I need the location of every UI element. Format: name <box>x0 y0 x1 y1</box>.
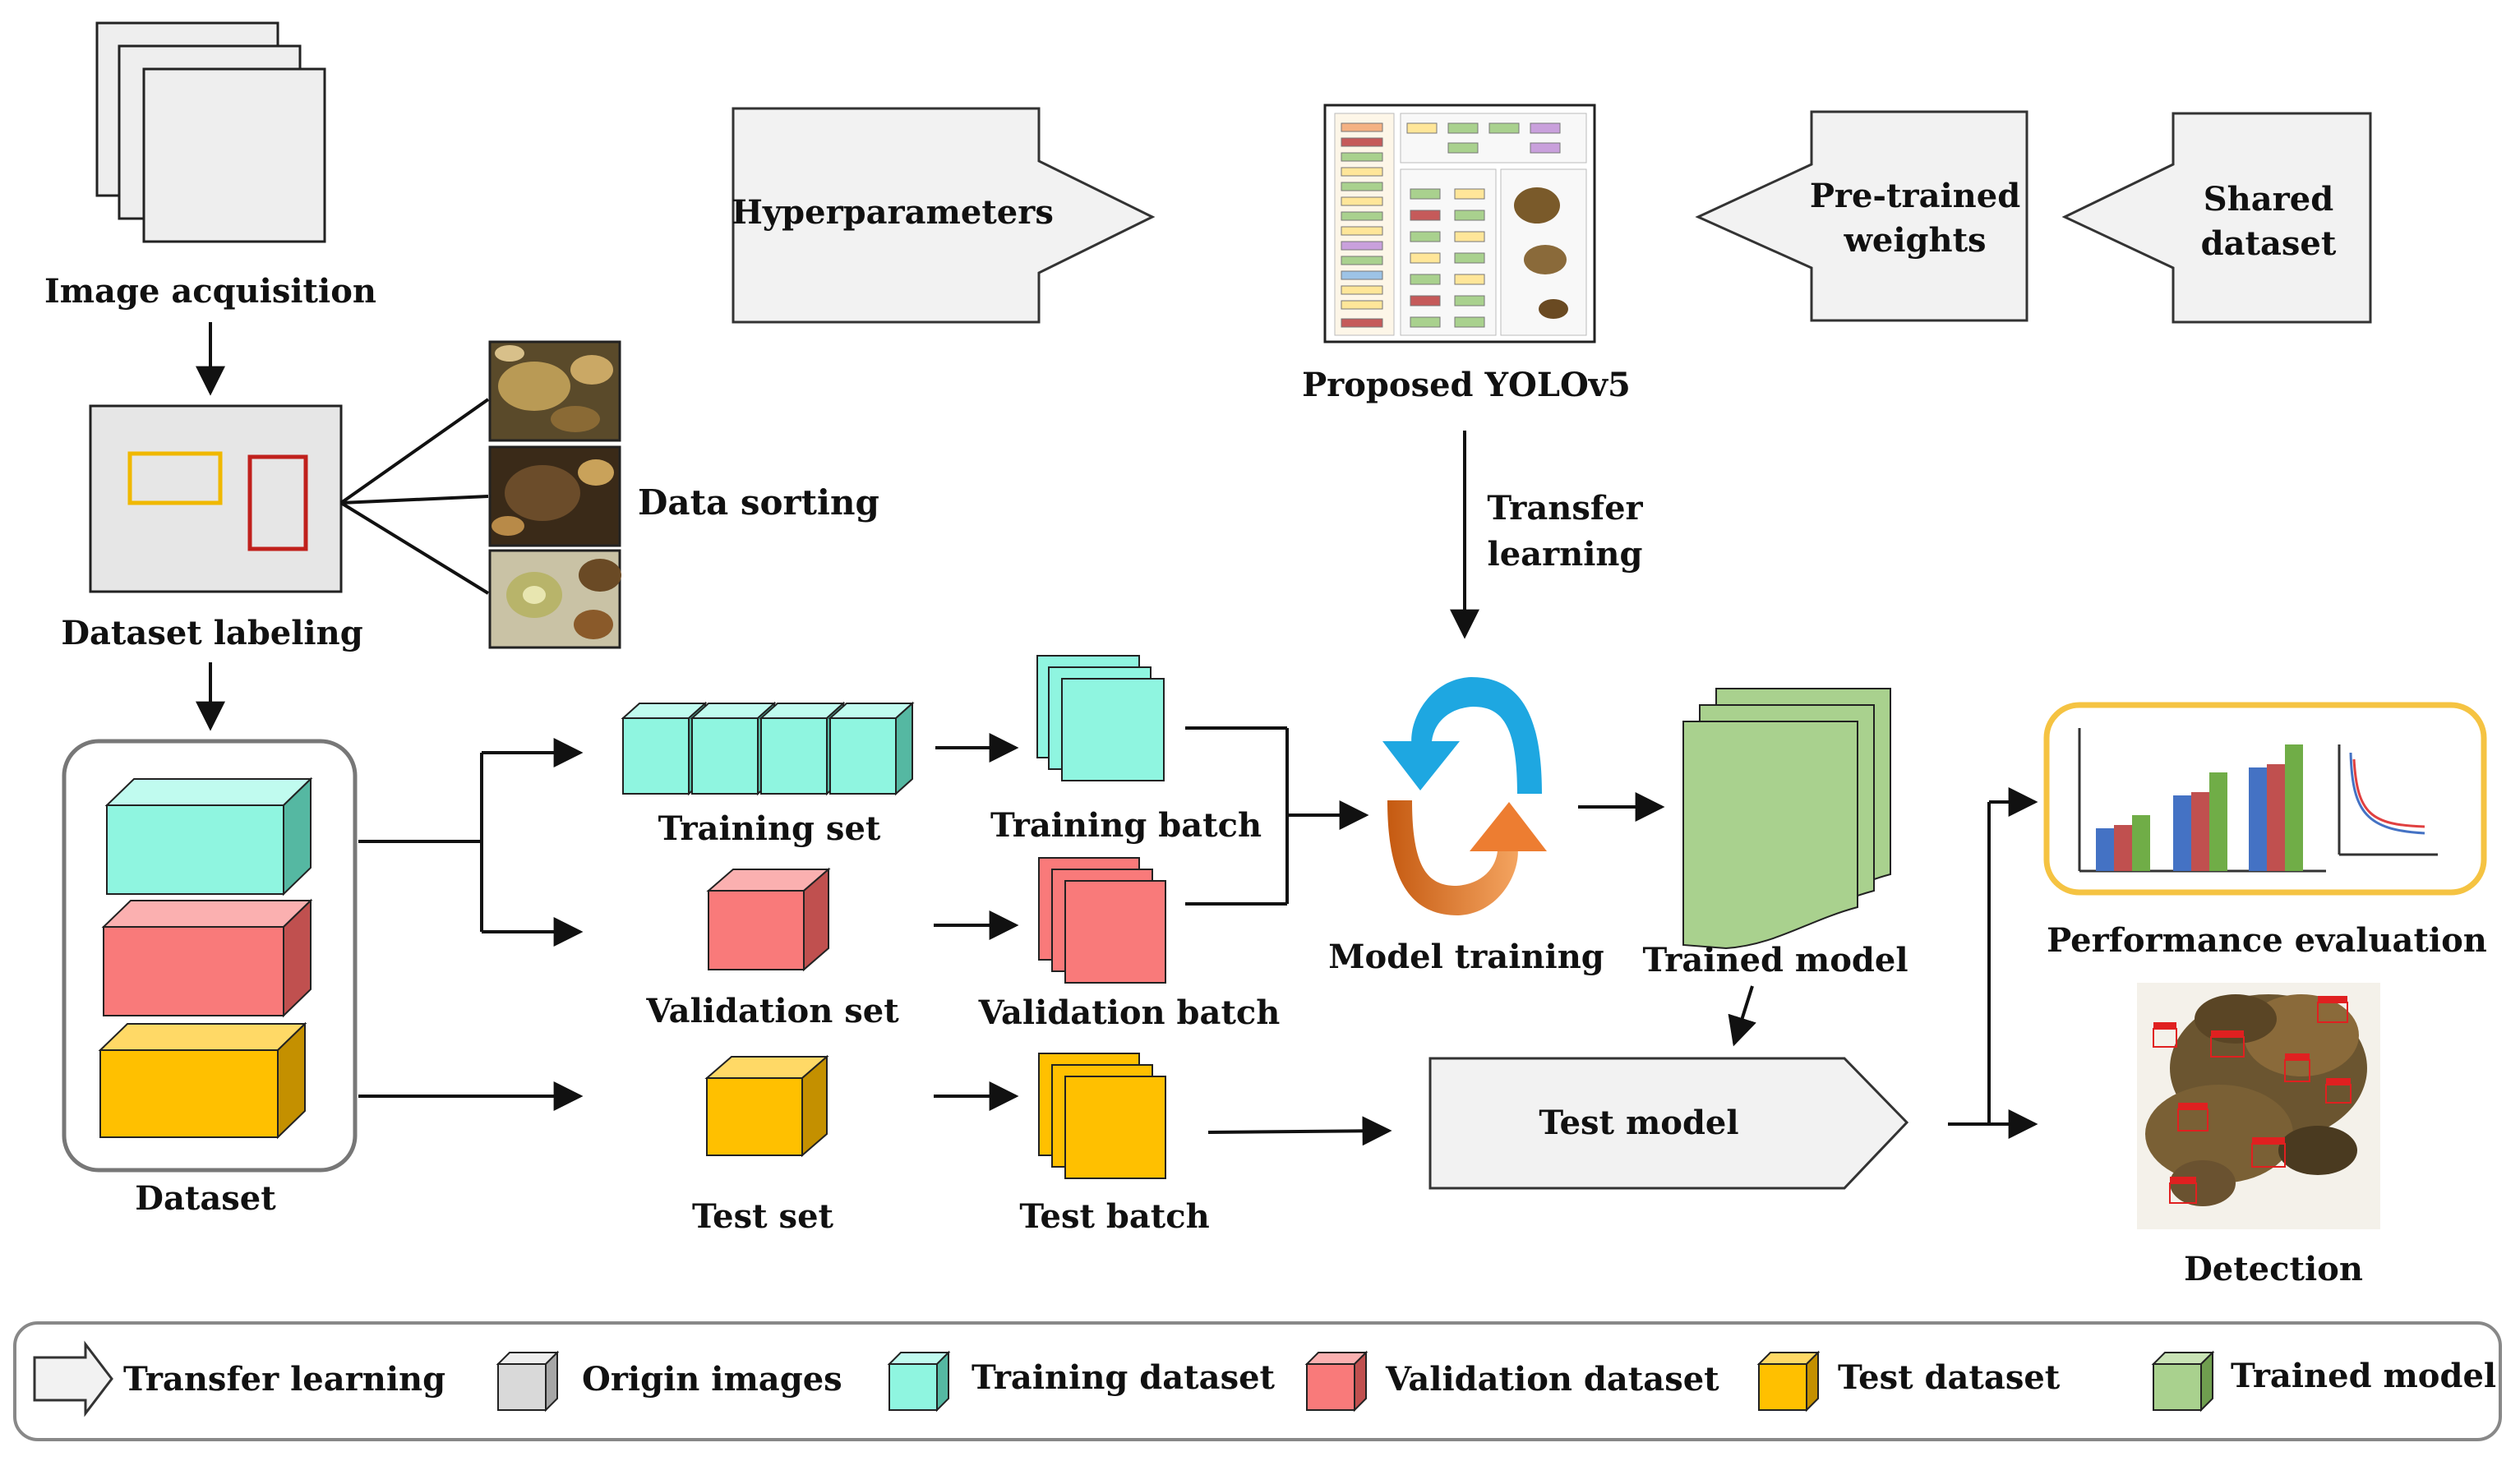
model-training-label: Model training <box>1328 938 1604 976</box>
loss-curve-icon <box>2338 744 2438 856</box>
legend-item-validation-dataset: Validation dataset <box>1304 1350 1719 1413</box>
dataset-cube-training <box>104 777 313 896</box>
trained-model-stack <box>1682 688 1891 950</box>
image-stack-icon <box>95 21 326 243</box>
test-batch-label: Test batch <box>1019 1197 1209 1236</box>
test-set-cube <box>704 1054 829 1158</box>
validation-batch-stack <box>1038 857 1166 984</box>
legend-item-test-dataset: Test dataset <box>1756 1350 2061 1413</box>
pretrained-weights-arrow <box>1695 110 2028 322</box>
dataset-label: Dataset <box>135 1179 276 1218</box>
dataset-labeling-label: Dataset labeling <box>61 614 362 652</box>
shared-dataset-arrow <box>2061 112 2372 324</box>
arrow-trained-to-test <box>1728 985 1756 1047</box>
validation-set-label: Validation set <box>645 992 899 1030</box>
sorting-connectors <box>339 398 490 595</box>
legend-label: Origin images <box>582 1360 842 1399</box>
test-model-label: Test model <box>1539 1104 1738 1142</box>
legend-label: Test dataset <box>1838 1358 2061 1397</box>
labeling-panel <box>89 404 343 593</box>
training-batch-stack <box>1036 655 1165 781</box>
dataset-cube-test <box>98 1021 307 1140</box>
batch-merge-connectors <box>1185 726 1392 1146</box>
bounding-box-yellow-icon <box>127 451 223 505</box>
sample-photo-2 <box>488 445 621 547</box>
pretrained-line1: Pre-trained <box>1810 177 2020 215</box>
validation-set-cube <box>706 867 831 972</box>
legend-item-training-dataset: Training dataset <box>887 1350 1276 1413</box>
training-set-cubes <box>621 701 915 796</box>
output-connectors <box>1948 787 2038 1139</box>
transfer-line1: Transfer <box>1487 489 1643 528</box>
legend-label: Validation dataset <box>1385 1360 1719 1399</box>
yolov5-architecture-thumbnail <box>1323 104 1596 343</box>
legend-label: Transfer learning <box>123 1360 445 1399</box>
bounding-box-red-icon <box>247 454 308 551</box>
refresh-cycle-icon <box>1382 677 1547 915</box>
legend-label: Trained model <box>2231 1357 2496 1395</box>
performance-evaluation-label: Performance evaluation <box>2047 921 2487 960</box>
shared-line2: dataset <box>2201 224 2337 263</box>
sample-photo-3 <box>488 549 621 649</box>
training-set-label: Training set <box>658 809 881 848</box>
bar-chart-icon <box>2078 728 2326 873</box>
detection-label: Detection <box>2184 1250 2363 1288</box>
image-acquisition-label: Image acquisition <box>44 272 376 311</box>
legend-item-origin-images: Origin images <box>496 1350 842 1413</box>
shared-line1: Shared <box>2204 180 2333 219</box>
dataset-split-connectors <box>358 738 584 1111</box>
test-model-box <box>1428 1057 1909 1190</box>
data-sorting-label: Data sorting <box>638 482 879 523</box>
hyperparameters-label: Hyperparameters <box>732 193 1054 232</box>
training-batch-label: Training batch <box>990 806 1262 845</box>
test-set-label: Test set <box>692 1197 834 1236</box>
test-batch-stack <box>1038 1053 1166 1179</box>
detection-image <box>2137 983 2380 1229</box>
transfer-line2: learning <box>1488 535 1643 574</box>
sample-photo-1 <box>488 340 621 442</box>
legend-box <box>13 1321 2502 1441</box>
hyperparameters-arrow <box>732 107 1156 324</box>
proposed-yolov5-label: Proposed YOLOv5 <box>1302 366 1631 404</box>
dataset-cube-validation <box>101 898 313 1018</box>
legend-item-transfer-learning: Transfer learning <box>33 1340 445 1417</box>
validation-batch-label: Validation batch <box>978 993 1281 1032</box>
trained-model-label: Trained model <box>1642 941 1908 979</box>
pretrained-line2: weights <box>1843 221 1986 260</box>
legend-label: Training dataset <box>972 1358 1276 1397</box>
legend-item-trained-model: Trained model <box>2151 1350 2496 1413</box>
